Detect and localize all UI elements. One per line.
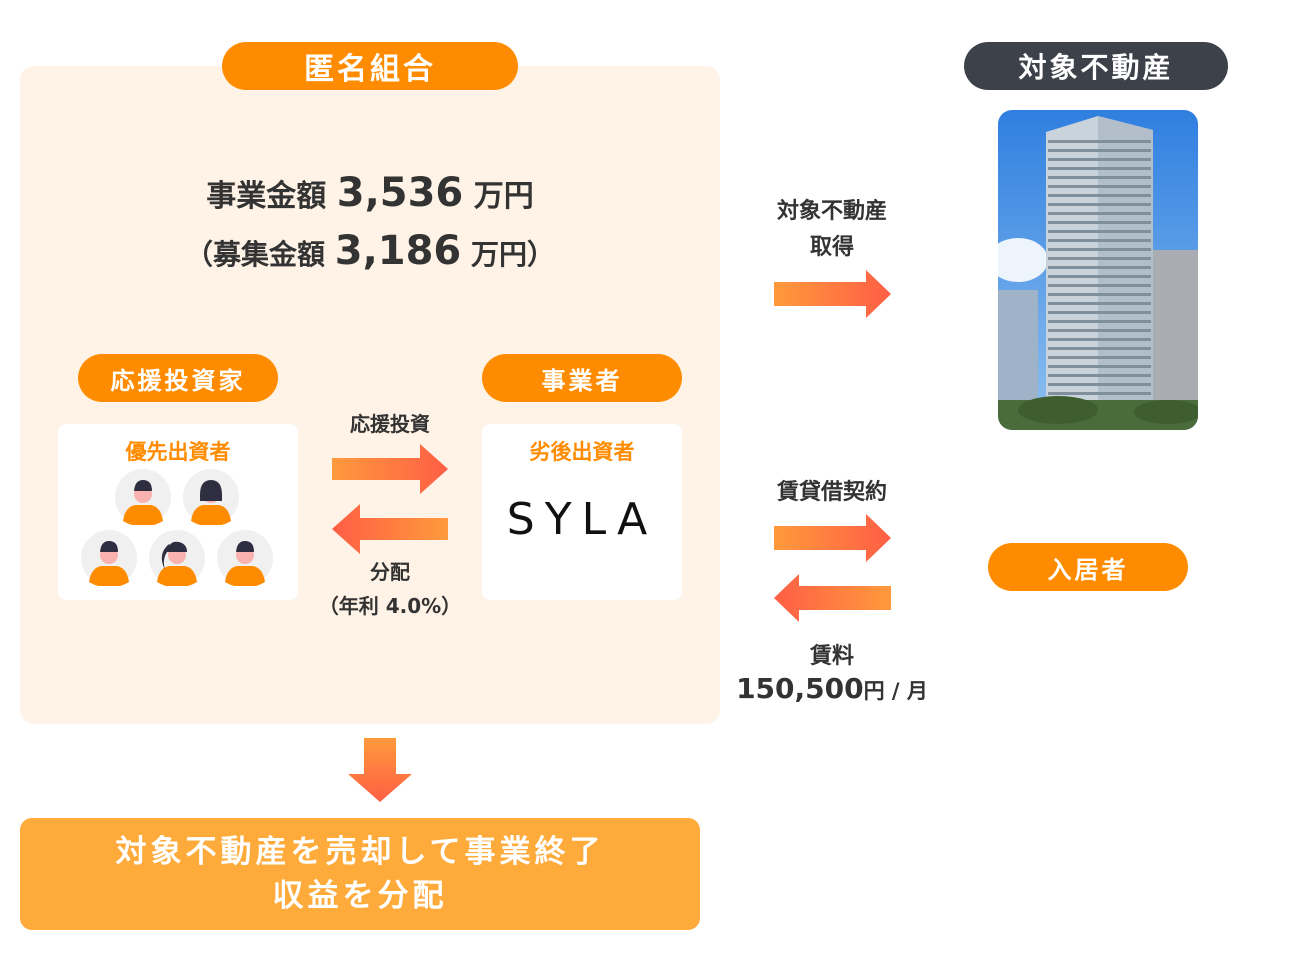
- rent-amount: 150,500円 / 月: [730, 672, 934, 705]
- amount-value: 3,536: [336, 170, 464, 216]
- operator-card: 劣後出資者 SYLA: [482, 424, 682, 600]
- rent-value: 150,500: [736, 672, 864, 705]
- anonymous-partnership-title: 匿名組合: [222, 42, 518, 90]
- investor-avatar-icon: [149, 530, 205, 588]
- rent-arrow-icon: [774, 574, 891, 622]
- amount-label: 事業金額: [206, 179, 327, 214]
- subordinate-investor-title: 劣後出資者: [529, 440, 635, 464]
- conclusion-box: 対象不動産を売却して事業終了 収益を分配: [20, 818, 700, 930]
- paren-open: （: [184, 238, 213, 271]
- investor-label: 応援投資家: [78, 354, 278, 402]
- paren-close: ）: [527, 238, 556, 271]
- lease-label: 賃貸借契約: [776, 480, 887, 505]
- recruit-label: 募集金額: [212, 238, 325, 271]
- recruit-value: 3,186: [334, 228, 462, 274]
- senior-investor-title: 優先出資者: [125, 440, 231, 464]
- distribution-rate: （年利 4.0%）: [318, 594, 462, 618]
- distribution-arrow-icon: [332, 504, 448, 554]
- down-arrow-icon: [348, 738, 412, 802]
- acquire-label-line-1: 対象不動産: [776, 199, 887, 224]
- acquire-label: 対象不動産 取得: [740, 194, 924, 266]
- tenant-label: 入居者: [988, 543, 1188, 591]
- investor-avatar-icon: [183, 469, 239, 527]
- property-title: 対象不動産: [964, 42, 1228, 90]
- amount-unit: 万円: [473, 179, 534, 214]
- invest-arrow-icon: [332, 444, 448, 494]
- investor-avatar-icon: [217, 530, 273, 588]
- operator-label: 事業者: [482, 354, 682, 402]
- conclusion-line-2: 収益を分配: [272, 878, 448, 914]
- conclusion-line-1: 対象不動産を売却して事業終了: [115, 834, 605, 870]
- building-photo: [998, 110, 1198, 430]
- distribution-label: 分配: [370, 560, 410, 584]
- lease-arrow-icon: [774, 514, 891, 562]
- invest-arrow-label: 応援投資: [350, 412, 430, 436]
- recruit-unit: 万円: [471, 238, 528, 271]
- investor-avatar-icon: [115, 469, 171, 527]
- rent-label: 賃料: [809, 644, 854, 669]
- acquire-arrow-icon: [774, 270, 891, 318]
- acquire-label-line-2: 取得: [809, 235, 854, 260]
- project-amount: 事業金額 3,536 万円: [20, 170, 720, 216]
- recruit-amount: （募集金額 3,186 万円）: [20, 228, 720, 274]
- investor-avatar-icon: [81, 530, 137, 588]
- rent-unit: 円 / 月: [863, 679, 928, 703]
- syla-logo: SYLA: [506, 494, 658, 545]
